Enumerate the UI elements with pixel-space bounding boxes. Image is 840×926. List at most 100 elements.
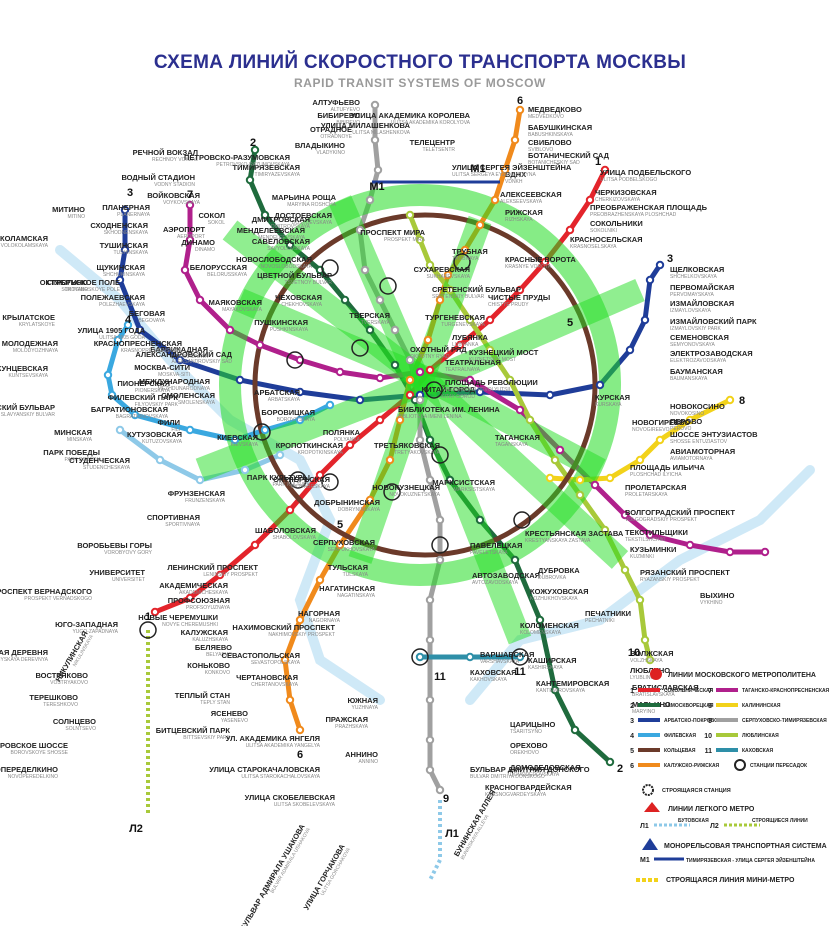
station-name-ru: УНИВЕРСИТЕТ: [89, 568, 145, 577]
station-name-en: BIBLIOTEKA IMENI LENINA: [398, 414, 462, 420]
station-name-en: MARKSISTSKAYA: [454, 487, 496, 493]
stop-l7-2: [180, 265, 190, 275]
station-name-ru: БИТЦЕВСКИЙ ПАРК: [156, 726, 231, 735]
stop-l7-13: [590, 480, 600, 490]
station-name-en: DUBROVKA: [538, 575, 567, 581]
legend-line-number: 2: [630, 703, 634, 710]
stop-l6-16: [280, 655, 290, 665]
station-name-en: ULITSA 1905 GODA: [99, 335, 146, 341]
station-olimpiyskaya-derevnya: ОЛИМПИЙСКАЯ ДЕРЕВНЯOLIMPIYSKAYA DEREVNYA: [0, 648, 49, 663]
station-name-en: IZMAYLOVSKAYA: [670, 308, 712, 314]
stop-l8-1: [685, 415, 695, 425]
station-name-ru: КУРСКАЯ: [595, 393, 630, 402]
station-name-ru: БАГРАТИОНОВСКАЯ: [91, 405, 168, 414]
station-name-en: AVIAMOTORNAYA: [670, 456, 713, 462]
station-name-en: NOVYE CHEREMUSHKI: [162, 622, 218, 628]
stop-l9-15: [425, 635, 435, 645]
station-name-en: BOROVITSKAYA: [277, 417, 316, 423]
station-name-en: PROSPEKT MIRA: [384, 237, 426, 243]
legend-light-metro: ЛИНИИ ЛЕГКОГО МЕТРО: [668, 806, 755, 813]
station-petrovsko-razumovskaya: ПЕТРОВСКО-РАЗУМОВСКАЯPETROVSKO-RAZUMOVSK…: [184, 153, 291, 168]
stop-l1-1: [585, 195, 595, 205]
station-name-en: PIONERSKAYA: [135, 388, 171, 394]
station-name-ru: ЛУБЯНКА: [452, 333, 489, 342]
transfer-ring-6: [383, 483, 401, 501]
stop-l9-13: [435, 555, 445, 565]
station-name-ru: СЕВАСТОПОЛЬСКАЯ: [222, 651, 300, 660]
station-name-ru: СОЛНЦЕВО: [53, 717, 96, 726]
station-name-en: NAKHIMOVSKIY PROSPEKT: [268, 632, 335, 638]
station-name-en: VDNKH: [505, 179, 523, 185]
station-name-ru: АЛЕКСЕЕВСКАЯ: [500, 190, 562, 199]
stop-l3-1: [120, 245, 130, 255]
station-name-en: BELYAEVO: [206, 652, 232, 658]
station-name-ru: НОВОПЕРЕДЕЛКИНО: [0, 765, 58, 774]
station-name-en: NAGORNAYA: [309, 618, 341, 624]
station-name-ru: ИЗМАЙЛОВСКАЯ: [670, 299, 734, 308]
station-name-ru: ЛЮБЛИНО: [630, 666, 670, 675]
line-number-l2-south: 2: [617, 763, 623, 775]
station-name-ru: ТВЕРСКАЯ: [349, 311, 390, 320]
station-name-en: MINSKAYA: [67, 437, 93, 443]
station-name-en: VYKHINO: [700, 600, 723, 606]
stop-l10-13: [640, 635, 650, 645]
station-name-en: STROGINO: [61, 287, 88, 293]
stop-l10-12: [635, 595, 645, 605]
station-name-ru: СЕРПУХОВСКАЯ: [313, 538, 375, 547]
station-name-en: PARK POBEDY: [65, 457, 101, 463]
stop-l12-4: [275, 450, 285, 460]
station-name-ru: КАНТЕМИРОВСКАЯ: [536, 679, 609, 688]
station-name-ru: СВИБЛОВО: [528, 138, 572, 147]
station-name-ru: ЩУКИНСКАЯ: [97, 263, 146, 272]
station-name-ru: ЯСЕНЕВО: [211, 709, 248, 718]
station-name-ru: АРБАТСКАЯ: [254, 388, 300, 397]
stop-l6-9: [405, 375, 415, 385]
station-name-en: ULITSA STAROKACHALOVSKAYA: [241, 774, 320, 780]
station-name-ru: ЧЕРТАНОВСКАЯ: [236, 673, 298, 682]
station-name-en: NOVOKOSINO: [670, 411, 704, 417]
station-name-en: BARRIKADNAYA: [170, 354, 209, 360]
station-name-en: NOVOSLOBODSKAYA: [261, 264, 313, 270]
station-name-en: FILYOVSKIY PARK: [135, 402, 179, 408]
stop-l3-5: [235, 375, 245, 385]
station-name-ru: КАХОВСКАЯ: [470, 668, 517, 677]
station-name-en: SHABOLOVSKAYA: [273, 535, 317, 541]
station-markers: [103, 100, 770, 795]
stop-l4-6: [230, 435, 240, 445]
station-name-en: TERESHKOVO: [43, 702, 78, 708]
stop-l3-13: [640, 315, 650, 325]
stop-l6-3: [490, 195, 500, 205]
station-name-ru: БОРОВСКОЕ ШОССЕ: [0, 741, 68, 750]
station-name-en: SOKOLNIKI: [590, 228, 617, 234]
stop-l12-0: [115, 425, 125, 435]
